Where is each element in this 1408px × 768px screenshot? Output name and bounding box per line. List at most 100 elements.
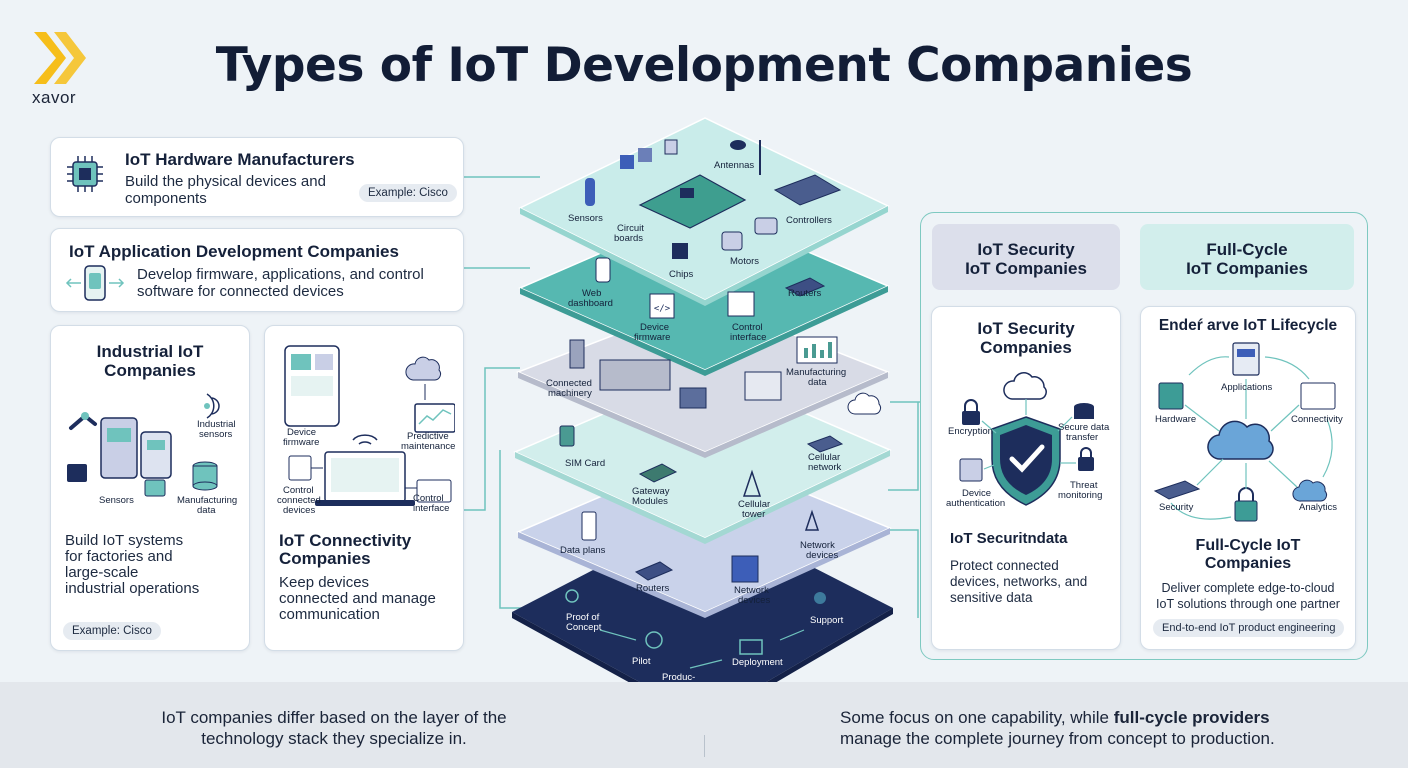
fullcycle-card[interactable]: Endeŕ arve IoT Lifecycle Applications Ha… <box>1140 306 1356 650</box>
header-security-2: IoT Companies <box>965 259 1087 278</box>
label-control-interface-2: interface <box>413 503 450 514</box>
stack-web-1: Web <box>582 288 602 299</box>
stack-antennas: Antennas <box>714 160 755 171</box>
industrial-desc-2: for factories and <box>65 548 173 565</box>
industrial-example-pill: Example: Cisco <box>63 622 161 640</box>
footer-divider <box>704 735 705 757</box>
fullcycle-desc-1: Deliver complete edge-to-cloud <box>1161 581 1335 595</box>
footer-right-2: manage the complete journey from concept… <box>840 729 1275 748</box>
stack-net-dev-2: devices <box>738 595 771 606</box>
security-title-1: IoT Security <box>977 319 1075 338</box>
label-control-interface-1: Control <box>413 493 444 504</box>
stack-routers-l2: Routers <box>788 288 822 299</box>
footer-right-1a: Some focus on one capability, while <box>840 708 1114 727</box>
fullcycle-subtitle-1: Full-Cycle IoT <box>1195 537 1301 554</box>
header-security-1: IoT Security <box>977 240 1075 259</box>
industrial-desc-3: large-scale <box>65 564 139 581</box>
sec-label-secure-1: Secure data <box>1058 422 1110 433</box>
stack-sim: SIM Card <box>565 458 606 469</box>
label-device-firmware-1: Device <box>287 427 317 438</box>
stack-gateway-2: Modules <box>632 496 668 507</box>
sec-label-threat-2: monitoring <box>1058 490 1103 501</box>
header-full-1: Full-Cycle <box>1206 240 1288 259</box>
sec-label-device-auth-1: Device <box>962 488 992 499</box>
stack-manufacturing-2: data <box>808 377 827 388</box>
stack-circuit-1: Circuit <box>617 223 644 234</box>
application-title: IoT Application Development Companies <box>69 242 399 261</box>
xavor-logo-icon <box>34 32 86 84</box>
logo-text: xavor <box>32 88 77 107</box>
industrial-desc-4: industrial operations <box>65 580 200 597</box>
security-desc-3: sensitive data <box>950 590 1033 605</box>
fc-label-analytics: Analytics <box>1299 502 1338 513</box>
label-device-firmware-2: firmware <box>283 437 320 448</box>
security-subtitle: IoT Securitndata <box>950 530 1068 547</box>
connectivity-card[interactable]: Device firmware Predictive maintenance C… <box>264 325 464 651</box>
stack-routers-l5: Routers <box>636 583 670 594</box>
stack-production-1: Produc- <box>662 672 696 683</box>
stack-web-2: dashboard <box>568 298 613 309</box>
hardware-card[interactable]: IoT Hardware Manufacturers Build the phy… <box>50 137 464 217</box>
footer-left-2: technology stack they specialize in. <box>201 729 467 748</box>
label-manufacturing-data-2: data <box>197 505 216 516</box>
header-security-box: IoT Security IoT Companies <box>932 224 1120 290</box>
page-title: Types of IoT Development Companies <box>215 38 1193 93</box>
label-manufacturing-data-1: Manufacturing <box>177 495 238 506</box>
hardware-example-pill: Example: Cisco <box>359 184 457 202</box>
connectivity-illustration <box>284 345 455 506</box>
sec-label-encryption: Encryption <box>948 426 993 437</box>
security-illustration <box>959 372 1094 506</box>
right-group-frame <box>920 212 1368 660</box>
stack-device-fw-1: Device <box>640 322 670 333</box>
stack-deployment: Deployment <box>732 657 783 668</box>
stack-gateway-1: Gateway <box>632 486 670 497</box>
stack-machinery-1: Connected <box>546 378 592 389</box>
stack-poc-2: Concept <box>566 622 602 633</box>
stack-network-2: network <box>808 462 842 473</box>
security-desc-2: devices, networks, and <box>950 574 1088 589</box>
connectivity-desc-1: Keep devices <box>279 574 370 591</box>
security-card[interactable]: IoT Security Companies Encryption Secure… <box>931 306 1121 650</box>
label-control-devices-2: connected <box>277 495 321 506</box>
stack-net-dev-b-2: devices <box>806 550 839 561</box>
svg-text:</>: </> <box>654 304 671 314</box>
stack-manufacturing-1: Manufacturing <box>786 367 847 378</box>
stack-motors: Motors <box>730 256 760 267</box>
hardware-title: IoT Hardware Manufacturers <box>125 150 355 169</box>
sec-label-secure-2: transfer <box>1066 432 1099 443</box>
fc-label-security: Security <box>1159 502 1194 513</box>
footer-left-1: IoT companies differ based on the layer … <box>161 708 507 727</box>
stack-circuit-2: boards <box>614 233 644 244</box>
connectivity-desc-2: connected and manage <box>279 590 436 607</box>
stack-device-fw-2: firmware <box>634 332 671 343</box>
label-control-devices-3: devices <box>283 505 316 516</box>
stack-tower-1: Cellular <box>738 499 771 510</box>
stack-sensors: Sensors <box>568 213 603 224</box>
stack-control-2: interface <box>730 332 767 343</box>
footer-right-1b: full-cycle providers <box>1113 708 1270 727</box>
label-industrial-sensors-1: Industrial <box>197 419 236 430</box>
label-industrial-sensors-2: sensors <box>199 429 233 440</box>
connectivity-title-1: IoT Connectivity <box>279 531 412 550</box>
label-predictive-2: maintenance <box>401 441 456 452</box>
stack-poc-1: Proof of <box>566 612 600 623</box>
stack-control-1: Control <box>732 322 763 333</box>
lifecycle-illustration <box>1153 342 1336 522</box>
application-card[interactable]: IoT Application Development Companies De… <box>50 228 464 312</box>
fullcycle-subtitle-2: Companies <box>1204 555 1292 572</box>
stack-net-dev-1: Network <box>734 585 769 596</box>
stack-network-1: Cellular <box>808 452 841 463</box>
hardware-desc-2: components <box>125 190 207 207</box>
sec-label-threat-1: Threat <box>1070 480 1098 491</box>
header-full-box: Full-Cycle IoT Companies <box>1140 224 1354 290</box>
stack-pilot: Pilot <box>632 656 651 667</box>
connectivity-desc-3: communication <box>279 606 380 623</box>
fullcycle-pill: End-to-end IoT product engineering <box>1153 619 1345 637</box>
security-title-2: Companies <box>980 338 1072 357</box>
industrial-card[interactable]: Industrial IoT Companies Industrial sens… <box>50 325 250 651</box>
label-predictive-1: Predictive <box>407 431 449 442</box>
stack-support: Support <box>810 615 844 626</box>
fc-label-hardware: Hardware <box>1155 414 1197 425</box>
